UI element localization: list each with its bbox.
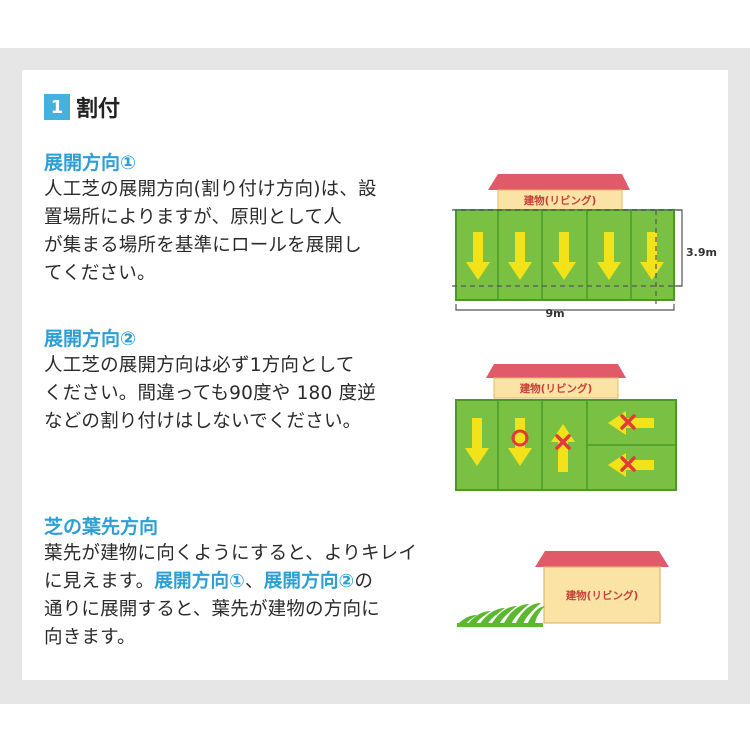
heading-direction-2: 展開方向② [44,328,137,350]
roll-dividers [497,210,632,300]
text-line: 葉先が建物に向くようにすると、よりキレイ [44,543,418,564]
diagram-direction-1: 建物(リビング) 3.9m 9m [452,174,717,320]
ref-direction-1: 展開方向① [154,571,246,592]
diagram-blade-direction: 建物(リビング) [457,551,669,627]
building-wall [543,566,661,624]
text-span: 、 [245,571,264,592]
diagram-direction-2: 建物(リビング) [455,364,677,491]
text-line: 向きます。 [44,627,136,648]
cross-ng-icon [555,434,571,450]
arrow-down-icon [508,418,532,466]
roof [535,551,669,567]
heading-blade-direction: 芝の葉先方向 [44,516,159,538]
grass-icon [457,603,545,627]
roof [488,174,630,190]
section-number: 1 [44,94,70,120]
section-title-text: 割付 [76,97,121,122]
text-line: が集まる場所を基準にロールを展開し [44,235,362,256]
arrow-down-icon [465,418,489,466]
text-span: に見えます。 [44,571,155,592]
dimension-guides [452,209,684,304]
height-bracket [674,209,683,287]
roll-dividers [497,400,676,490]
text-line: 置場所によりますが、原則として人 [44,207,342,228]
text-line: てください。 [44,263,156,284]
width-label: 9m [545,307,564,320]
height-label: 3.9m [686,246,717,259]
building-label: 建物(リビング) [523,194,597,207]
paragraph-direction-1: 人工芝の展開方向(割り付け方向)は、設 置場所によりますが、原則として人 が集ま… [44,176,439,288]
building-label: 建物(リビング) [565,589,639,602]
turf-area [455,209,675,301]
roof [486,364,626,378]
text-span: の [354,571,374,592]
paragraph-blade-direction: 葉先が建物に向くようにすると、よりキレイ に見えます。展開方向①、展開方向②の … [44,540,439,652]
arrow-down-icon [466,232,664,280]
text-line: 人工芝の展開方向(割り付け方向)は、設 [44,179,377,200]
cross-ng-icon [620,456,636,472]
circle-ok-icon [511,429,529,447]
ref-direction-2: 展開方向② [263,571,355,592]
text-line: などの割り付けはしないでください。 [44,411,362,432]
text-line: に見えます。展開方向①、展開方向②の [44,568,439,596]
text-line: 通りに展開すると、葉先が建物の方向に [44,599,380,620]
building-wall [493,377,619,399]
width-bracket [455,304,675,311]
cross-ng-icon [620,414,636,430]
heading-direction-1: 展開方向① [44,152,137,174]
section-title: 1 割付 [44,92,120,122]
paragraph-direction-2: 人工芝の展開方向は必ず1方向として ください。間違っても90度や 180 度逆 … [44,352,439,436]
building-label: 建物(リビング) [519,382,593,395]
text-line: ください。間違っても90度や 180 度逆 [44,383,376,404]
text-line: 人工芝の展開方向は必ず1方向として [44,355,355,376]
